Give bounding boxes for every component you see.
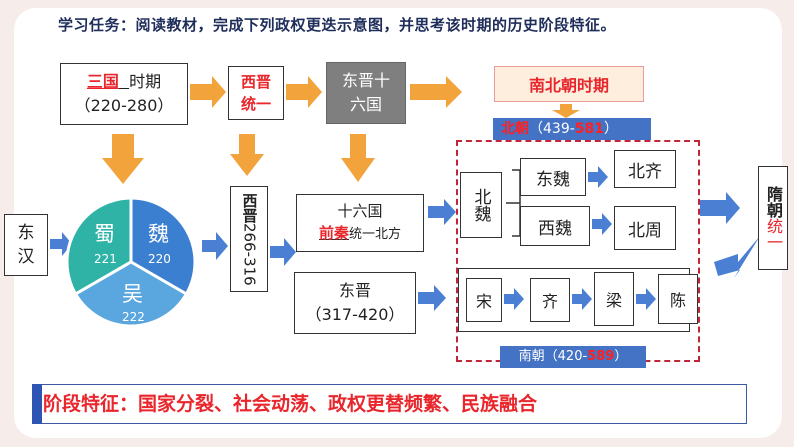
xiwei-box: 西魏 [520, 206, 590, 246]
liang-box: 梁 [594, 272, 634, 326]
dongjin-box: 东晋 （317-420） [294, 272, 416, 334]
task-title: 学习任务：阅读教材，完成下列政权更迭示意图，并思考该时期的历史阶段特征。 [58, 16, 617, 34]
dongjin-16-box: 东晋十 六国 [326, 62, 406, 124]
sui-box: 隋朝 统一 [758, 166, 788, 270]
arrow-pie-to-xijin [202, 232, 228, 260]
donghan-box: 东 汉 [4, 214, 48, 276]
northern-dynasties-label: 北朝（439-581） [493, 118, 651, 140]
arrow-dongjin-to-nanbei [410, 76, 462, 108]
pie-slice-wu [73, 260, 189, 328]
xijin-box: 西晋 266-316 [230, 186, 268, 292]
dongjin-16-line1: 东晋十 [341, 71, 390, 90]
three-kingdoms-box: 三国 时期 （220-280） [60, 63, 188, 125]
sixteen-rest: 统一北方 [349, 227, 402, 242]
stage-accent-bar [32, 384, 42, 424]
arrow-dongjin-to-song [418, 285, 446, 311]
arrow-north-to-sui [700, 192, 740, 224]
beiwei-brace [506, 169, 521, 237]
beiqi-box: 北齐 [614, 150, 676, 188]
arrow-sui-to-south [714, 236, 760, 278]
pie-year-wu: 222 [122, 310, 145, 324]
xijin-years: 266-316 [240, 222, 259, 286]
dongjin-name: 东晋 [338, 281, 371, 300]
arrow-qi-to-liang [572, 288, 592, 310]
beizhou-box: 北周 [614, 206, 676, 250]
three-kingdoms-pie [65, 196, 197, 328]
sui-fill: 统一 [764, 218, 783, 250]
dongjin-16-line2: 六国 [349, 95, 382, 114]
qi-box: 齐 [530, 278, 570, 322]
arrow-xijin-down [230, 134, 264, 176]
arrow-song-to-qi [504, 288, 524, 310]
arrow-dongwei-to-beiqi [588, 166, 608, 188]
nanbei-box: 南北朝时期 [494, 66, 644, 102]
arrow-sixteen-to-beiwei [428, 199, 456, 225]
arrow-nanbei-down [552, 104, 580, 118]
sixteen-title: 十六国 [337, 202, 383, 220]
pie-label-wu: 吴 [122, 282, 143, 306]
beiwei-box: 北魏 [460, 172, 502, 238]
arrow-donghan-to-pie [50, 232, 72, 256]
sui-name: 隋朝 [764, 186, 783, 218]
southern-dynasties-label: 南朝（420-589） [500, 346, 646, 368]
pie-label-wei: 魏 [148, 222, 169, 246]
arrow-three-to-xijin [190, 76, 226, 108]
arrow-xiwei-to-beizhou [592, 213, 612, 235]
three-kingdoms-suffix: 时期 [129, 72, 162, 91]
pie-year-wei: 220 [148, 252, 171, 266]
pie-year-shu: 221 [94, 252, 117, 266]
three-kingdoms-years: （220-280） [74, 96, 174, 115]
stage-characteristics: 阶段特征：国家分裂、社会动荡、政权更替频繁、民族融合 [32, 384, 747, 424]
three-kingdoms-name: 三国 [86, 72, 119, 91]
arrow-dongjin-down [341, 134, 375, 182]
sixteen-kingdoms-box: 十六国 前秦统一北方 [296, 194, 424, 252]
xijin-unify-line1: 西晋 [240, 73, 271, 91]
chen-box: 陈 [658, 274, 698, 324]
arrow-xijin-to-dongjin [286, 76, 322, 108]
pie-label-shu: 蜀 [94, 222, 115, 246]
xijin-unify-box: 西晋 统一 [228, 66, 284, 120]
dongwei-box: 东魏 [520, 158, 586, 196]
arrow-xijin-to-sixteen [270, 238, 296, 266]
song-box: 宋 [466, 278, 502, 322]
xijin-unify-line2: 统一 [240, 95, 271, 113]
xijin-name: 西晋 [240, 192, 259, 223]
dongjin-years: （317-420） [305, 305, 405, 324]
arrow-three-down [102, 134, 144, 184]
arrow-liang-to-chen [636, 288, 656, 310]
qianqin-label: 前秦 [318, 224, 349, 242]
